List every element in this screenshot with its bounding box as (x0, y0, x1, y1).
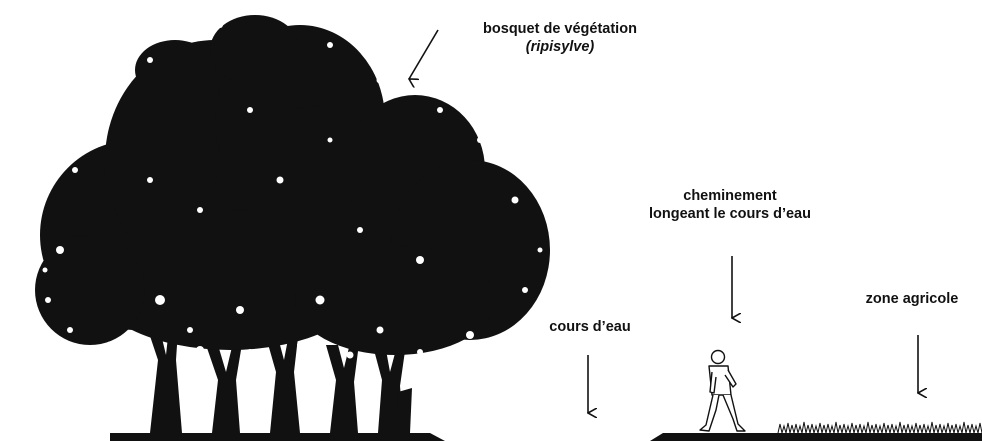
label-path-title: cheminement (600, 187, 860, 205)
tree-canopy (35, 15, 550, 355)
arrow-vegetation-icon (409, 30, 438, 79)
label-vegetation: bosquet de végétation (ripisylve) (445, 20, 675, 56)
grass-strip-icon (778, 422, 982, 433)
left-bank (110, 433, 445, 441)
label-watercourse: cours d’eau (520, 318, 660, 336)
label-agricultural: zone agricole (842, 290, 982, 308)
label-path-subtitle: longeant le cours d’eau (600, 205, 860, 223)
label-path: cheminement longeant le cours d’eau (600, 187, 860, 223)
walker-icon (700, 351, 745, 432)
tree-grove-icon (35, 15, 550, 433)
label-vegetation-subtitle: (ripisylve) (445, 38, 675, 56)
label-vegetation-title: bosquet de végétation (445, 20, 675, 38)
ground-profile (110, 433, 982, 441)
right-bank (650, 433, 982, 441)
